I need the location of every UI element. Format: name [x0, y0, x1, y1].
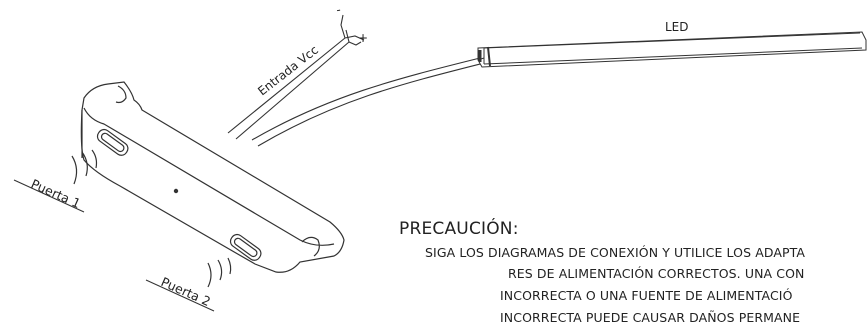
- sensor-waves-1: [71, 149, 98, 185]
- door-2-label: Puerta 2: [159, 274, 213, 309]
- controller-box: [80, 81, 345, 273]
- led-strip: [477, 31, 867, 68]
- input-plus-label: +: [358, 31, 368, 45]
- input-minus-label: -: [335, 2, 342, 17]
- door-2-callout: Puerta 2: [145, 274, 215, 312]
- led-cable: [251, 57, 485, 147]
- led-label: LED: [665, 20, 689, 34]
- door-1-callout: Puerta 1: [13, 176, 85, 213]
- input-label: Entrada Vcc: [255, 43, 321, 99]
- input-cable: [227, 14, 365, 140]
- sensor-waves-2: [207, 257, 232, 288]
